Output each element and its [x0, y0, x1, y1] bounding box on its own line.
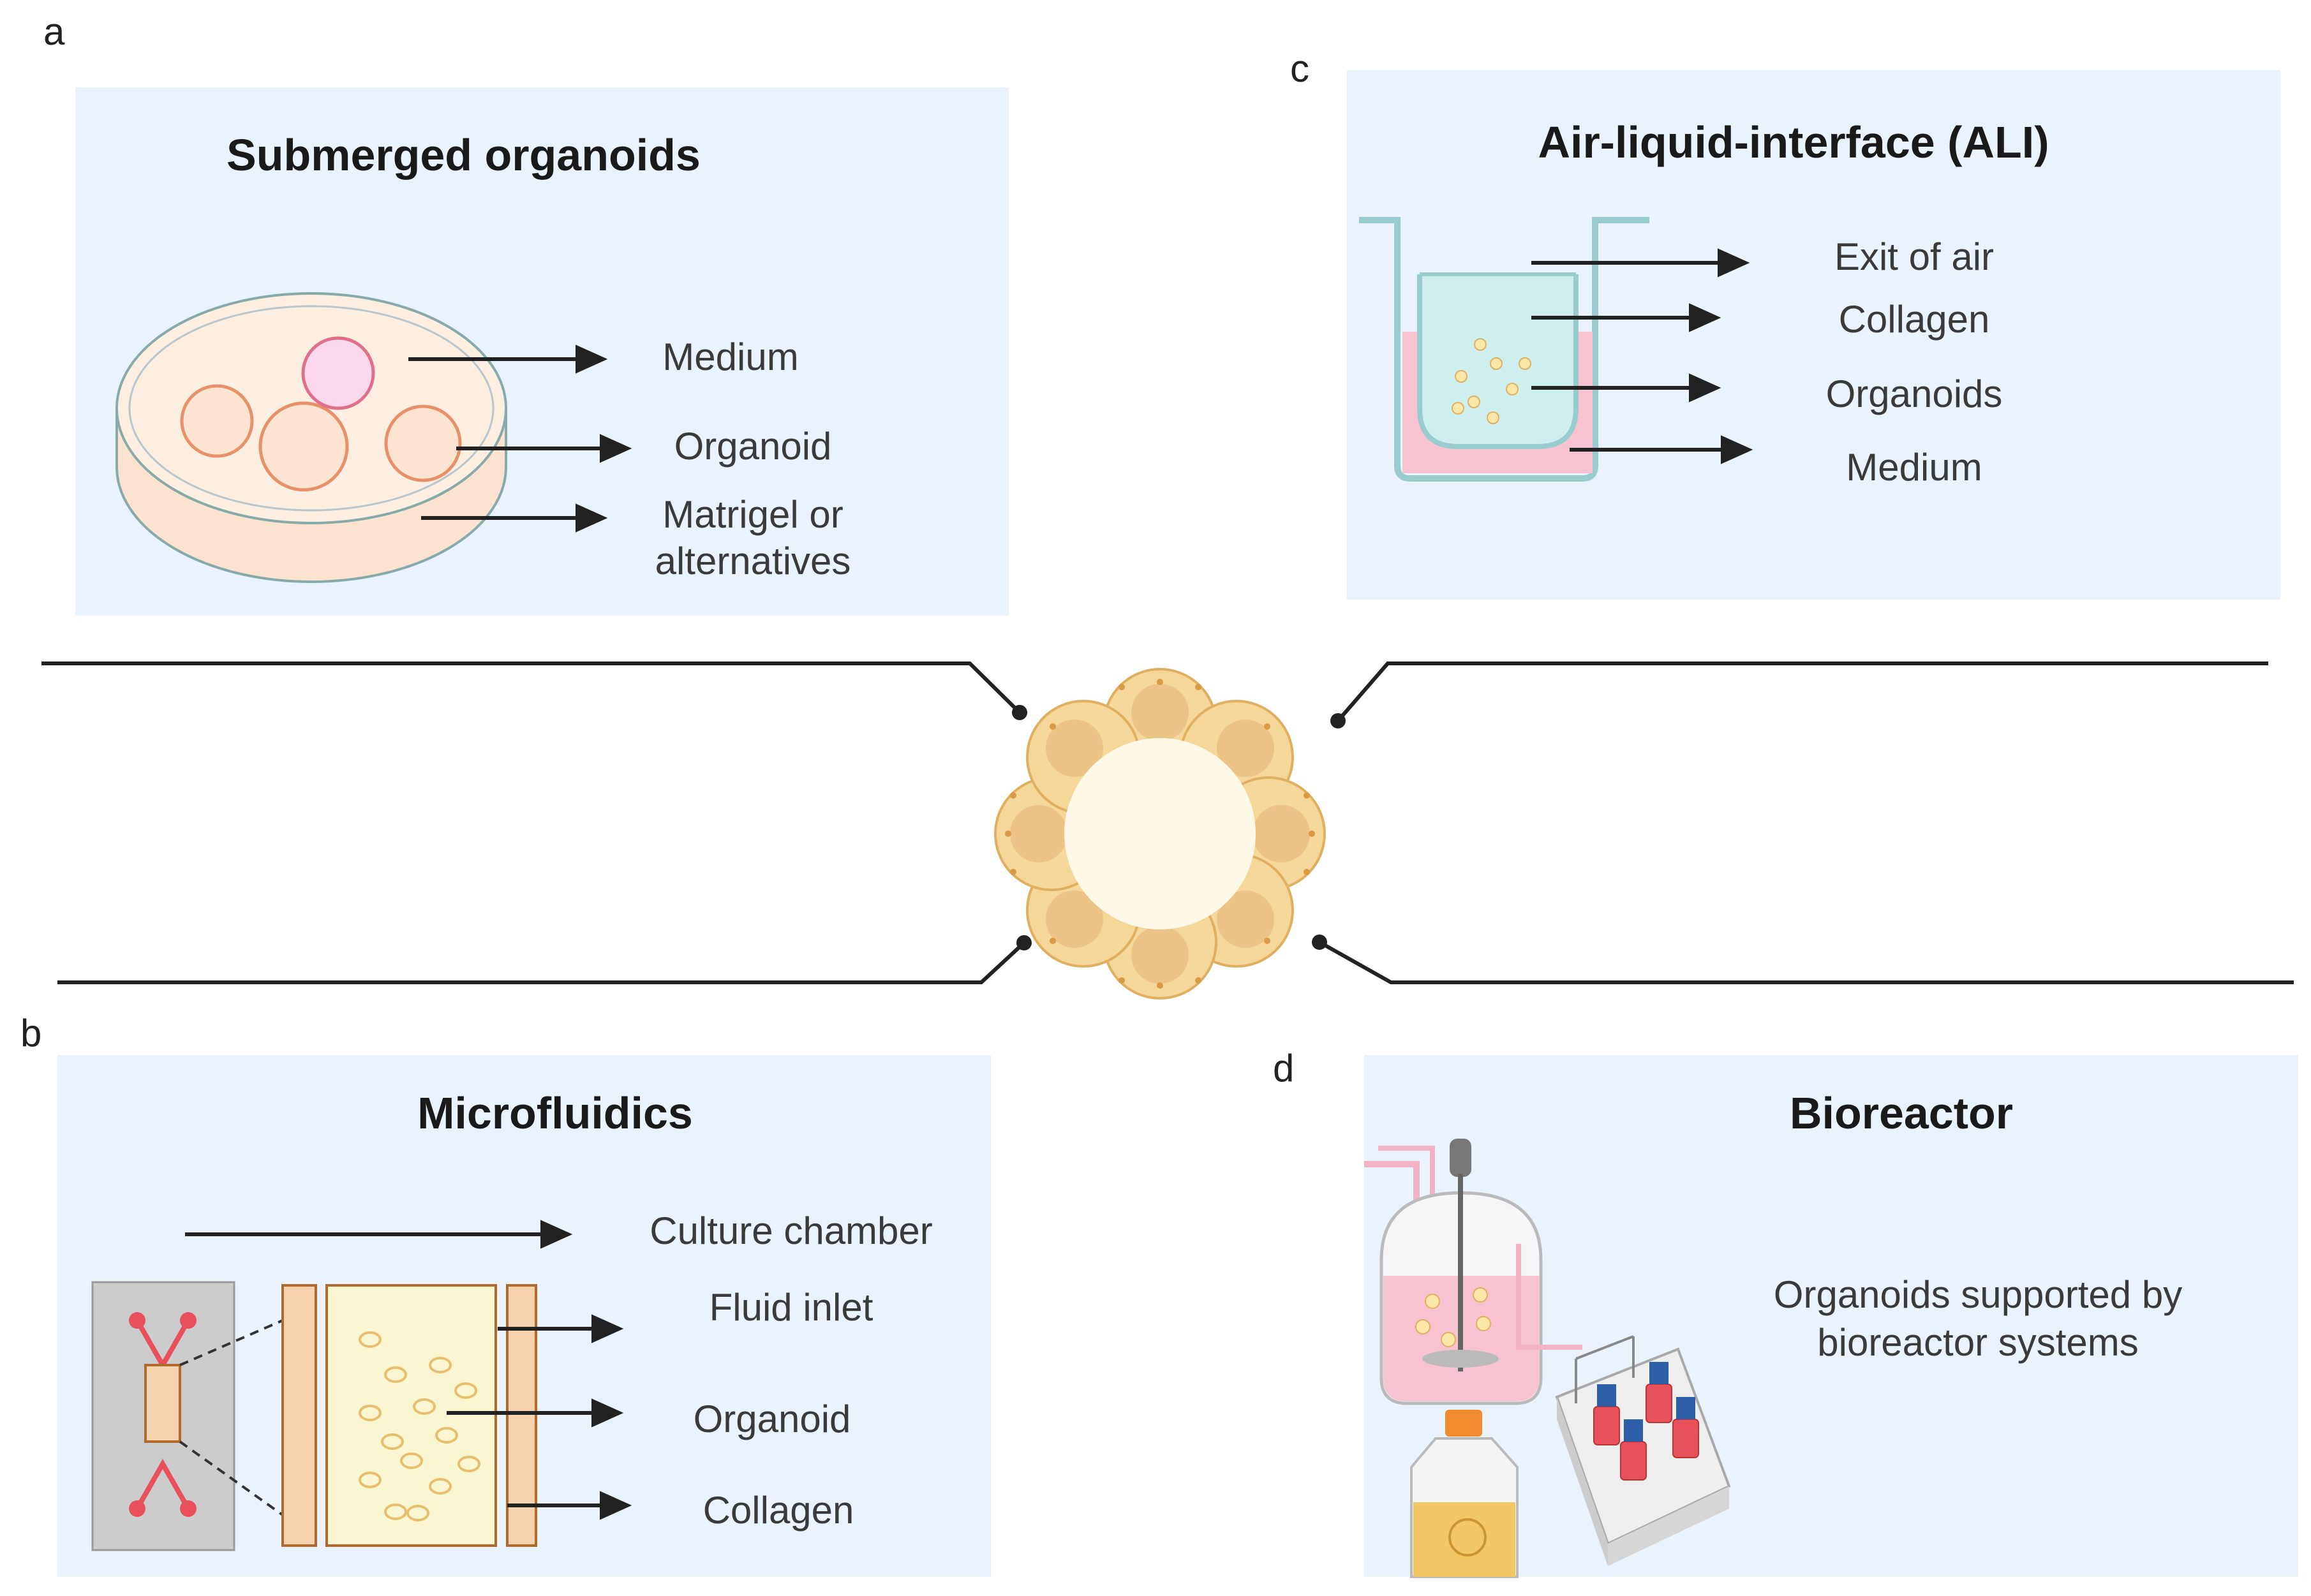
connector-dots — [1012, 705, 1346, 950]
label-medium-a: Medium — [662, 336, 799, 378]
panel-d-title: Bioreactor — [1789, 1088, 2014, 1138]
panel-a-title: Submerged organoids — [227, 130, 701, 180]
label-organoid-b: Organoid — [693, 1398, 851, 1440]
label-medium-c: Medium — [1846, 446, 1982, 489]
label-organoid-a: Organoid — [674, 425, 832, 468]
panel-c-title: Air-liquid-interface (ALI) — [1538, 117, 2049, 167]
label-bioreactor-line2: bioreactor systems — [1817, 1321, 2139, 1364]
label-fluid-inlet: Fluid inlet — [709, 1286, 873, 1329]
label-exit-of-air: Exit of air — [1834, 235, 1995, 278]
connector-lines — [41, 661, 2294, 984]
panel-letter-d: d — [1273, 1047, 1295, 1090]
label-matrigel-line1: Matrigel or — [662, 493, 843, 536]
central-organoid-icon — [994, 668, 1326, 1000]
label-collagen-c: Collagen — [1838, 298, 1990, 341]
label-collagen-b: Collagen — [702, 1489, 854, 1532]
panel-letter-c: c — [1290, 47, 1309, 90]
label-matrigel-line2: alternatives — [655, 540, 851, 582]
panel-letter-a: a — [43, 10, 65, 53]
label-organoids-c: Organoids — [1825, 373, 2003, 415]
label-bioreactor-line1: Organoids supported by — [1773, 1273, 2183, 1316]
label-culture-chamber: Culture chamber — [650, 1209, 933, 1252]
panel-letter-b: b — [20, 1012, 42, 1054]
panel-b-title: Microfluidics — [417, 1088, 693, 1138]
